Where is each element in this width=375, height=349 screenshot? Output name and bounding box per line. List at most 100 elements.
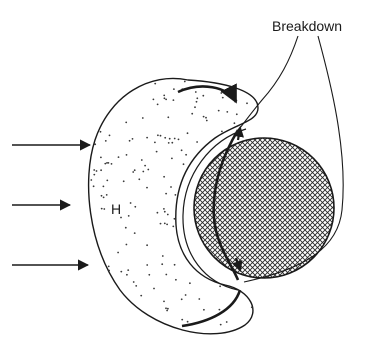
- stipple-dot: [221, 131, 223, 133]
- stipple-dot: [258, 290, 260, 292]
- stipple-dot: [154, 83, 156, 85]
- stipple-dot: [222, 97, 224, 99]
- stipple-dot: [185, 154, 187, 156]
- stipple-dot: [163, 176, 165, 178]
- stipple-dot: [198, 298, 200, 300]
- stipple-dot: [157, 212, 159, 214]
- stipple-dot: [85, 338, 87, 340]
- stipple-dot: [165, 193, 167, 195]
- stipple-dot: [171, 158, 173, 160]
- stipple-dot: [244, 330, 246, 332]
- stipple-dot: [196, 141, 198, 143]
- stipple-dot: [164, 223, 166, 225]
- stipple-dot: [141, 159, 143, 161]
- stipple-dot: [205, 117, 207, 119]
- stipple-dot: [154, 142, 156, 144]
- stipple-dot: [208, 273, 210, 275]
- stipple-dot: [160, 223, 162, 225]
- stipple-dot: [141, 80, 143, 82]
- stipple-dot: [103, 197, 105, 199]
- stipple-dot: [219, 285, 221, 287]
- stipple-dot: [220, 324, 222, 326]
- stipple-dot: [146, 137, 148, 139]
- stipple-dot: [196, 97, 198, 99]
- stipple-dot: [116, 88, 118, 90]
- stipple-dot: [127, 330, 129, 332]
- stipple-dot: [148, 274, 150, 276]
- stipple-dot: [126, 274, 128, 276]
- stipple-dot: [99, 113, 101, 115]
- stipple-dot: [156, 151, 158, 153]
- stipple-dot: [203, 309, 205, 311]
- stipple-dot: [167, 75, 169, 77]
- stipple-dot: [246, 102, 248, 104]
- stipple-dot: [94, 143, 96, 145]
- stipple-dot: [114, 74, 116, 76]
- stipple-dot: [115, 340, 117, 342]
- stipple-dot: [115, 84, 117, 86]
- stipple-dot: [181, 319, 183, 321]
- incoming-arrows: [12, 145, 90, 265]
- stipple-dot: [133, 281, 135, 283]
- stipple-dot: [157, 134, 159, 136]
- stipple-dot: [100, 112, 102, 114]
- stipple-dot: [109, 135, 111, 137]
- stipple-dot: [117, 252, 119, 254]
- stipple-dot: [168, 142, 170, 144]
- stipple-dot: [112, 283, 114, 285]
- stipple-dot: [115, 289, 117, 291]
- stipple-dot: [138, 330, 140, 332]
- stipple-dot: [167, 214, 169, 216]
- stipple-dot: [174, 264, 176, 266]
- stipple-dot: [211, 78, 213, 80]
- stipple-dot: [90, 179, 92, 181]
- stipple-dot: [256, 125, 258, 127]
- stipple-dot: [120, 271, 122, 273]
- stipple-dot: [107, 288, 109, 290]
- stipple-dot: [164, 211, 166, 213]
- stipple-dot: [108, 266, 110, 268]
- stipple-dot: [140, 295, 142, 297]
- stipple-dot: [106, 317, 108, 319]
- stipple-dot: [87, 80, 89, 82]
- stipple-dot: [105, 140, 107, 142]
- stipple-dot: [195, 91, 197, 93]
- stipple-dot: [118, 156, 120, 158]
- stipple-dot: [88, 158, 90, 160]
- stipple-dot: [100, 342, 102, 344]
- stipple-dot: [125, 227, 127, 229]
- stipple-dot: [89, 226, 91, 228]
- stipple-dot: [169, 138, 171, 140]
- stipple-dot: [163, 301, 165, 303]
- stipple-dot: [142, 117, 144, 119]
- stipple-dot: [144, 165, 146, 167]
- stipple-dot: [100, 131, 102, 133]
- stipple-dot: [101, 195, 103, 197]
- stipple-dot: [175, 279, 177, 281]
- stipple-dot: [127, 269, 129, 271]
- flow-arrow-upper-mid: [238, 128, 240, 140]
- stipple-dot: [173, 99, 175, 101]
- stipple-dot: [174, 138, 176, 140]
- stipple-dot: [194, 106, 196, 108]
- stipple-dot: [142, 171, 144, 173]
- stipple-dot: [95, 274, 97, 276]
- stipple-dot: [87, 123, 89, 125]
- stipple-dot: [164, 137, 166, 139]
- stipple-dot: [100, 169, 102, 171]
- stipple-dot: [190, 335, 192, 337]
- stipple-dot: [181, 298, 183, 300]
- stipple-dot: [183, 163, 185, 165]
- stipple-dot: [137, 344, 139, 346]
- stipple-dot: [146, 264, 148, 266]
- stipple-dot: [128, 215, 130, 217]
- stipple-dot: [134, 206, 136, 208]
- region-h-label: H: [111, 201, 121, 217]
- stipple-dot: [164, 97, 166, 99]
- stipple-dot: [187, 321, 189, 323]
- stipple-dot: [153, 288, 155, 290]
- stipple-dot: [146, 244, 148, 246]
- stipple-dot: [153, 99, 155, 101]
- stipple-dot: [166, 310, 168, 312]
- stipple-dot: [163, 208, 165, 210]
